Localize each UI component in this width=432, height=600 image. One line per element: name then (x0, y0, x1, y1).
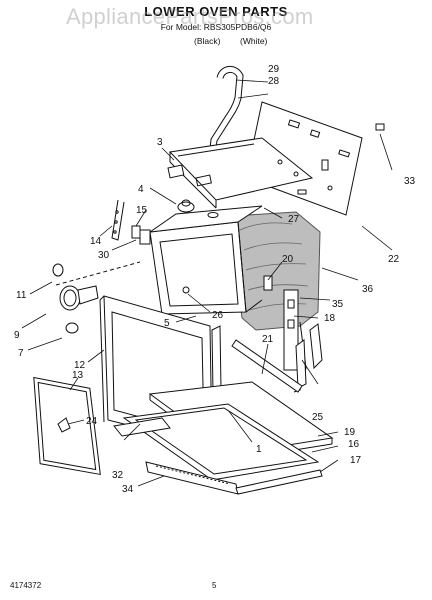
callout-21: 21 (262, 334, 274, 345)
callout-13: 13 (72, 370, 84, 381)
page-number: 5 (212, 581, 217, 590)
callout-3: 3 (157, 137, 163, 148)
watermark: AppliancePartsPros.com (66, 4, 314, 29)
callout-5: 5 (164, 318, 170, 329)
callout-16: 16 (348, 439, 360, 450)
callout-35: 35 (332, 299, 344, 310)
oven-cavity (149, 205, 321, 331)
callout-24: 24 (86, 416, 98, 427)
door-gasket (33, 376, 101, 476)
callout-9: 9 (14, 330, 20, 341)
oven-light (52, 261, 141, 334)
callout-12: 12 (74, 360, 86, 371)
callout-19: 19 (344, 427, 356, 438)
callout-36: 36 (362, 284, 374, 295)
callout-26: 26 (212, 310, 224, 321)
callout-30: 30 (98, 250, 110, 261)
door-hinge (295, 323, 323, 389)
callout-25: 25 (312, 412, 324, 423)
leader-lines (21, 79, 393, 487)
color-label-black: (Black) (194, 36, 221, 46)
callout-11: 11 (16, 290, 27, 301)
top-plate (167, 137, 314, 209)
document-number: 4174372 (10, 581, 42, 590)
element-bracket (131, 199, 195, 245)
callout-22: 22 (388, 254, 400, 265)
callout-29: 29 (268, 64, 280, 75)
callout-15: 15 (136, 205, 148, 216)
callout-7: 7 (18, 348, 24, 359)
model-numbers: For Model: RBS305PDB6/Q6 (160, 22, 272, 32)
callout-28: 28 (268, 76, 280, 87)
callout-20: 20 (282, 254, 294, 265)
diagram-title: LOWER OVEN PARTS (144, 4, 288, 19)
callout-33: 33 (404, 176, 416, 187)
callout-18: 18 (324, 313, 336, 324)
callout-14: 14 (90, 236, 102, 247)
callout-27: 27 (288, 214, 300, 225)
callout-4: 4 (138, 184, 144, 195)
bottom-trim (113, 417, 323, 495)
callout-labels: 29 28 3 33 4 15 27 14 30 22 20 11 36 26 … (14, 64, 416, 495)
bracket-14 (111, 199, 125, 241)
color-label-white: (White) (240, 36, 268, 46)
callout-32: 32 (112, 470, 124, 481)
oven-bottom (122, 381, 334, 481)
callout-17: 17 (350, 455, 362, 466)
callout-1: 1 (256, 444, 262, 455)
callout-34: 34 (122, 484, 134, 495)
